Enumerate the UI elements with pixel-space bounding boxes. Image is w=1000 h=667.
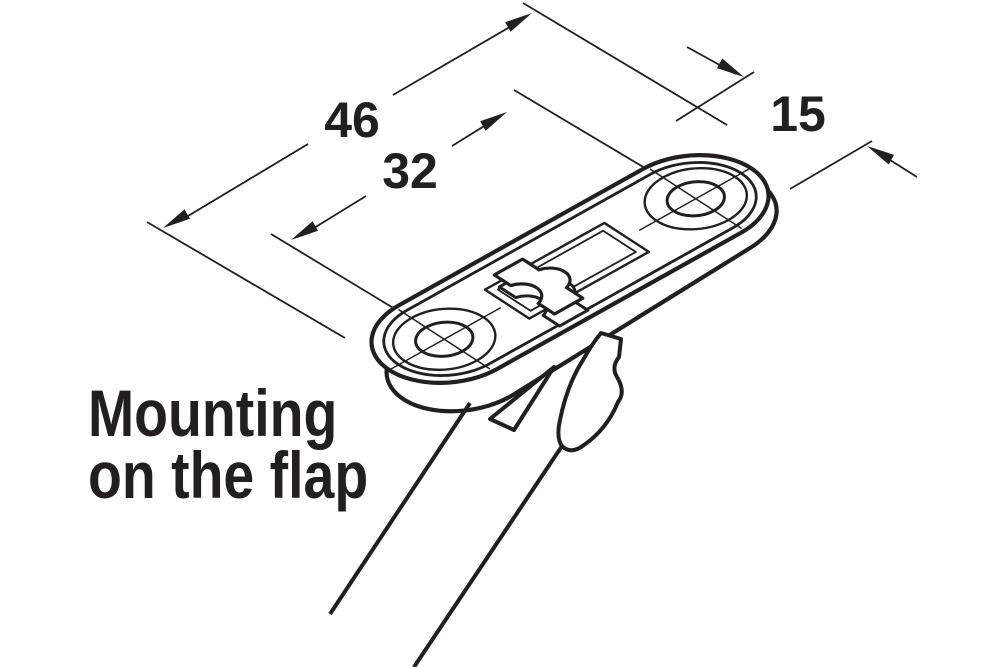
- dim-15-label: 15: [770, 86, 826, 142]
- screw-hole-left: [342, 278, 547, 401]
- dim-15-arrowhead-upper: [716, 58, 744, 77]
- dim-46-arrowhead-right: [505, 13, 532, 32]
- arm-hook-end: [556, 331, 624, 453]
- dim-32-extension-left: [270, 233, 401, 313]
- arm-edge-left: [328, 401, 472, 616]
- dim-32-label: 32: [382, 143, 438, 199]
- dim-32-arrowhead-right: [480, 112, 507, 131]
- dim-15-arrowhead-lower: [867, 146, 895, 165]
- dim-32-arrowhead-left: [291, 221, 318, 240]
- dim-46-line-lower: [177, 143, 309, 223]
- dim-15-extension-lower: [789, 140, 873, 190]
- plate-outline: [340, 136, 800, 402]
- dim-32-extension-right: [513, 89, 656, 175]
- dimension-15: [675, 46, 918, 190]
- dim-46-label: 46: [324, 92, 380, 148]
- centerlines-left: [342, 278, 547, 401]
- arm-wedge: [488, 365, 556, 432]
- dimension-46: [146, 2, 728, 339]
- center-slot-recess: [498, 231, 636, 311]
- mounting-plate: [339, 135, 802, 402]
- caption: Mounting on the flap: [88, 376, 368, 512]
- spring-clip: [494, 252, 595, 314]
- dim-46-extension-right: [522, 2, 728, 126]
- plate-inner-rim: [357, 147, 782, 392]
- dim-15-extension-upper: [675, 71, 755, 122]
- center-slot: [485, 223, 649, 319]
- centerlines-right: [593, 137, 798, 260]
- arm-edge-right: [412, 444, 564, 667]
- flap-arm: [328, 331, 624, 667]
- dim-46-arrowhead-left: [163, 209, 190, 228]
- caption-line-1: Mounting: [88, 376, 337, 450]
- screw-hole-right: [593, 137, 798, 260]
- dim-46-line-upper: [392, 20, 521, 96]
- dim-46-extension-left: [146, 221, 346, 339]
- caption-line-2: on the flap: [88, 438, 368, 512]
- dimension-32: [270, 89, 656, 313]
- spring-clip-outline: [494, 252, 595, 314]
- dim-15-line-lower: [889, 159, 918, 178]
